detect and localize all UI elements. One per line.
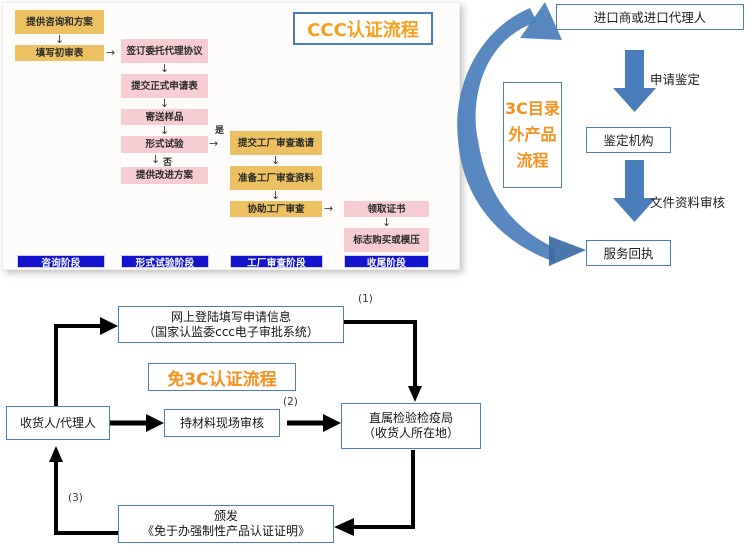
bureau-line-2: （收货人所在地） <box>362 426 459 440</box>
arrow-down-icon: ↓ <box>160 62 170 75</box>
node-online-application: 网上登陆填写申请信息 （国家认监委ccc电子审批系统） <box>118 306 344 343</box>
stage-bar-wrap-up: 收尾阶段 <box>344 255 429 269</box>
node-get-certificate: 领取证书 <box>344 201 429 217</box>
step-number-3: (3) <box>68 492 83 504</box>
exempt-flow-title: 免3C认证流程 <box>148 363 296 391</box>
node-appraisal-organization: 鉴定机构 <box>586 127 671 153</box>
node-factory-inspection-assist: 协助工厂审查 <box>230 201 322 217</box>
down-arrow-2-icon <box>613 160 656 222</box>
ccc-flowchart-card: CCC认证流程 提供咨询和方案 ↓ 填写初审表 → 签订委托代理协议 ↓ 提交正… <box>2 2 460 270</box>
node-formal-application: 提交正式申请表 <box>121 74 208 98</box>
node-inspection-bureau: 直属检验检疫局 （收货人所在地） <box>341 403 481 449</box>
node-onsite-review: 持材料现场审核 <box>164 409 280 437</box>
ccc-flowchart-title: CCC认证流程 <box>293 12 433 45</box>
stage-bar-type-test: 形式试验阶段 <box>121 255 209 269</box>
edge-label-document-review: 文件资料审核 <box>650 195 726 210</box>
node-improvement-plan: 提供改进方案 <box>121 167 208 184</box>
stage-bar-consultation: 咨询阶段 <box>17 255 105 269</box>
arrow-down-icon: ↓ <box>271 154 281 167</box>
branch-label-no: 否 <box>163 158 173 168</box>
node-service-receipt: 服务回执 <box>586 240 671 266</box>
edge-label-apply-appraisal: 申请鉴定 <box>650 72 701 87</box>
bureau-line-1: 直属检验检疫局 <box>368 411 453 425</box>
step-number-2: (2) <box>283 396 298 408</box>
online-application-line-2: （国家认监委ccc电子审批系统） <box>143 324 319 339</box>
node-importer: 进口商或进口代理人 <box>556 4 744 30</box>
node-consignee: 收货人/代理人 <box>6 406 110 440</box>
arrow-right-icon: → <box>209 137 219 150</box>
node-issue-certificate: 颁发 《免于办强制性产品认证证明》 <box>118 505 334 543</box>
node-mark-purchase: 标志购买或模压 <box>344 228 429 252</box>
issue-line-2: 《免于办强制性产品认证证明》 <box>141 524 310 538</box>
arrow-right-icon: → <box>324 202 334 215</box>
arrow-down-icon: ↓ <box>160 97 170 110</box>
arrow-down-icon: ↓ <box>160 124 170 137</box>
node-provide-consultation: 提供咨询和方案 <box>15 10 104 34</box>
node-type-test: 形式试验 <box>121 136 208 153</box>
arrow-down-icon: ↓ <box>382 216 392 229</box>
arrow-down-icon: ↓ <box>271 189 281 202</box>
node-factory-inspection-materials: 准备工厂审查资料 <box>230 166 322 190</box>
node-initial-form: 填写初审表 <box>15 45 104 61</box>
arrow-down-icon: ↓ <box>55 33 65 46</box>
node-send-samples: 寄送样品 <box>121 109 208 125</box>
online-application-line-1: 网上登陆填写申请信息 <box>170 309 291 324</box>
branch-label-yes: 是 <box>215 126 225 136</box>
node-agency-agreement: 签订委托代理协议 <box>121 39 208 63</box>
arrow-down-icon: ↓ <box>151 153 161 166</box>
stage-bar-factory: 工厂审查阶段 <box>230 255 323 269</box>
outside-catalogue-title: 3C目录外产品流程 <box>503 82 562 188</box>
arrow-right-icon: → <box>106 46 116 59</box>
issue-line-1: 颁发 <box>213 509 238 523</box>
node-factory-inspection-invite: 提交工厂审查邀请 <box>230 131 322 155</box>
step-number-1: (1) <box>358 293 373 305</box>
